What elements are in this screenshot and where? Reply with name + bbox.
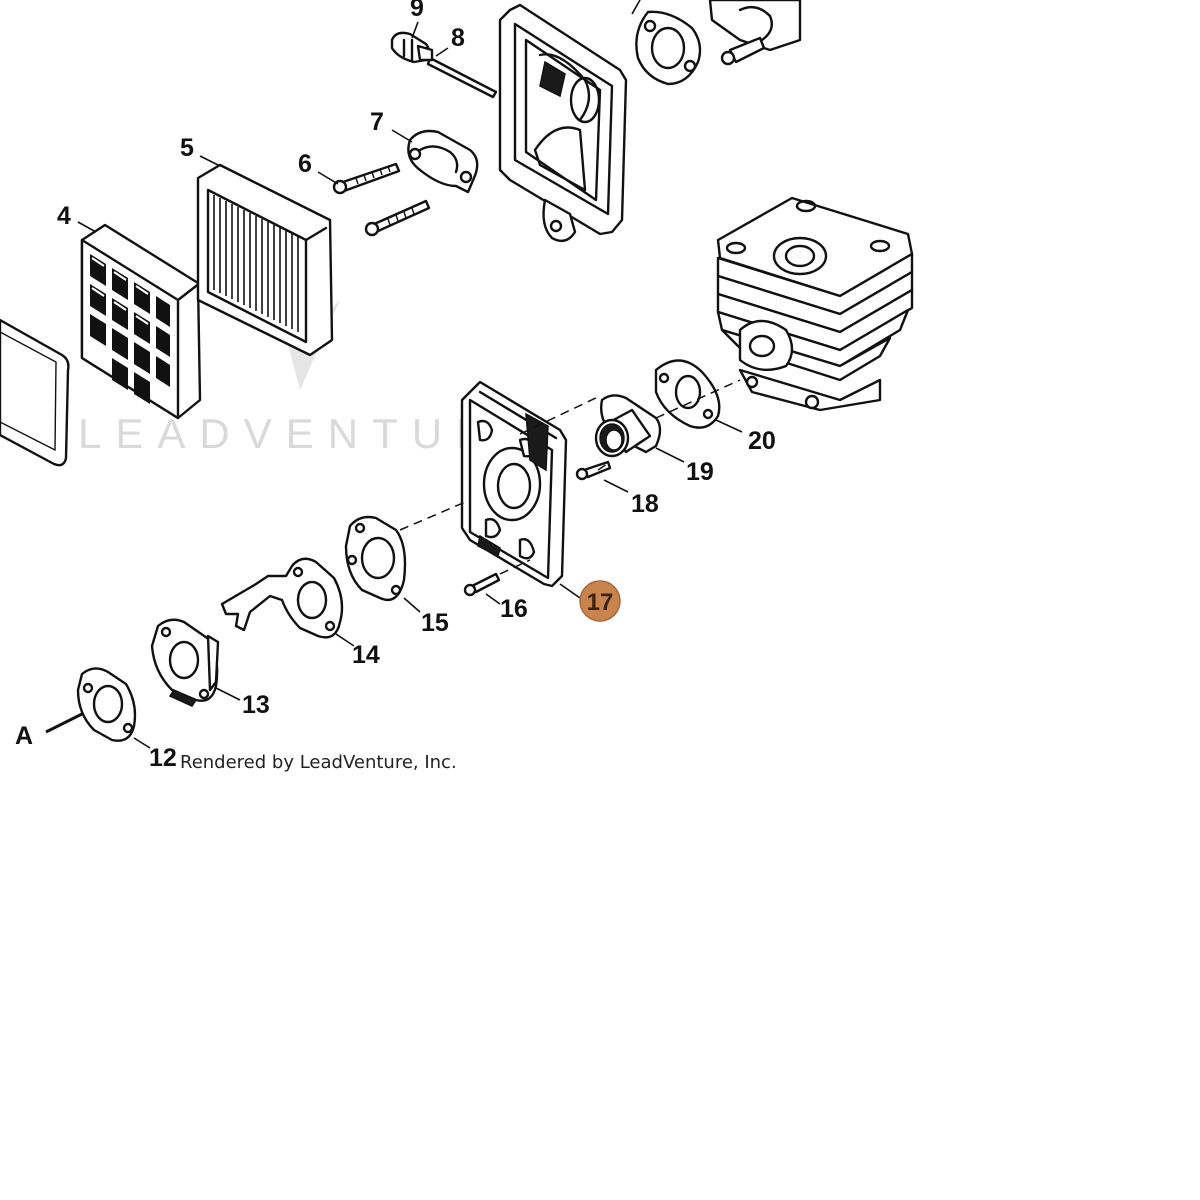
part-13-spacer[interactable] [150, 618, 241, 707]
part-upper-housing[interactable] [498, 3, 628, 243]
part-16-screw[interactable] [463, 572, 501, 605]
assembly-axis-lines [399, 379, 741, 575]
part-5-air-filter[interactable] [196, 163, 334, 357]
callout-labels: 9 8 7 6 5 4 20 19 18 17 16 15 14 13 12 A [15, 0, 776, 772]
callout-17-highlight-circle[interactable] [579, 580, 621, 622]
callout-6[interactable]: 6 [298, 150, 312, 178]
callout-17[interactable]: 17 [587, 589, 614, 616]
callout-13[interactable]: 13 [242, 691, 270, 719]
callout-14[interactable]: 14 [352, 641, 380, 669]
part-20-gasket[interactable] [654, 359, 743, 433]
leader-lines [77, 0, 641, 233]
callout-18[interactable]: 18 [631, 490, 659, 518]
part-cylinder[interactable] [716, 196, 914, 412]
part-4-prefilter[interactable] [80, 223, 202, 420]
part-cover-partial[interactable] [0, 318, 70, 467]
part-12-gasket[interactable] [76, 667, 151, 749]
rendered-by-credit: Rendered by LeadVenture, Inc. [180, 752, 457, 773]
callout-7[interactable]: 7 [370, 108, 384, 136]
callout-19[interactable]: 19 [686, 458, 714, 486]
part-9-fitting[interactable] [390, 31, 434, 64]
watermark-text: LEADVENTURE [78, 410, 542, 457]
callout-15[interactable]: 15 [421, 609, 449, 637]
callout-20[interactable]: 20 [748, 427, 776, 455]
part-8-rod[interactable] [426, 56, 498, 99]
reference-a-pointer [45, 712, 83, 734]
callout-4[interactable]: 4 [57, 202, 71, 230]
part-7-plate[interactable] [407, 129, 479, 194]
part-19-intake-flange[interactable] [594, 394, 685, 463]
callout-12[interactable]: 12 [149, 744, 177, 772]
callout-a[interactable]: A [15, 722, 33, 750]
part-carburetor-fragment[interactable] [708, 0, 802, 66]
part-14-bracket[interactable] [220, 557, 355, 647]
part-top-gasket[interactable] [635, 10, 702, 86]
callout-8[interactable]: 8 [451, 24, 465, 52]
callout-5[interactable]: 5 [180, 134, 194, 162]
callout-9[interactable]: 9 [410, 0, 424, 22]
part-15-gasket[interactable] [344, 515, 421, 613]
part-6-screws[interactable] [332, 162, 431, 237]
part-17-filter-base[interactable] [460, 380, 581, 599]
callout-16[interactable]: 16 [500, 595, 528, 623]
